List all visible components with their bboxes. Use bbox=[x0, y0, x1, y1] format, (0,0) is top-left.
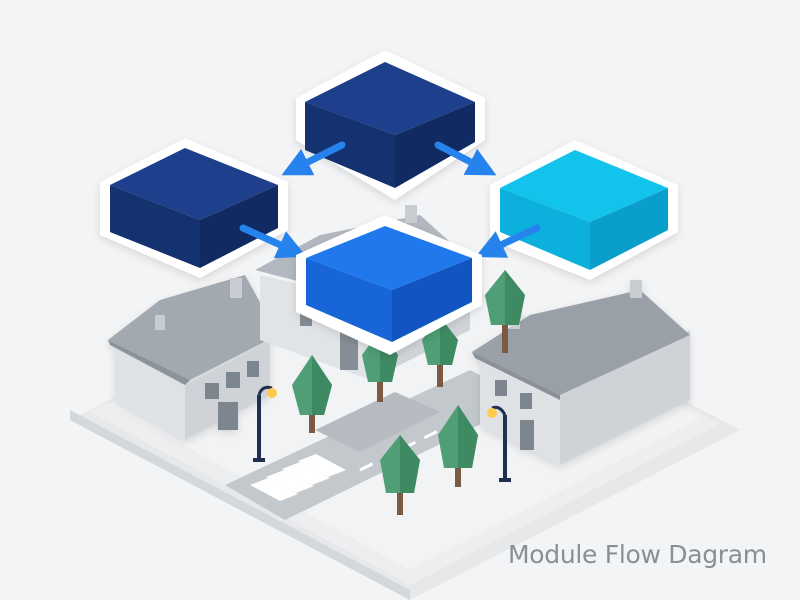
tree-icon bbox=[485, 270, 525, 353]
house-left bbox=[108, 275, 278, 440]
arrow-left-to-center bbox=[239, 224, 307, 259]
arrow-top-to-right bbox=[434, 141, 497, 176]
flow-arrows bbox=[239, 141, 541, 259]
module-center bbox=[296, 215, 482, 355]
arrow-right-to-center bbox=[475, 224, 541, 258]
module-top bbox=[296, 50, 485, 200]
crosswalk bbox=[250, 454, 346, 501]
diagram-caption: Module Flow Dagram bbox=[508, 540, 767, 569]
street-lamp-icon bbox=[253, 385, 277, 462]
module-left bbox=[100, 138, 288, 278]
house-right bbox=[472, 280, 690, 465]
arrow-top-to-left bbox=[281, 141, 346, 176]
road bbox=[225, 370, 530, 520]
module-right bbox=[490, 140, 678, 280]
tree-icon bbox=[438, 405, 478, 487]
tree-icon bbox=[292, 355, 332, 433]
street-lamp-icon bbox=[487, 405, 511, 482]
tree-icon bbox=[380, 435, 420, 515]
